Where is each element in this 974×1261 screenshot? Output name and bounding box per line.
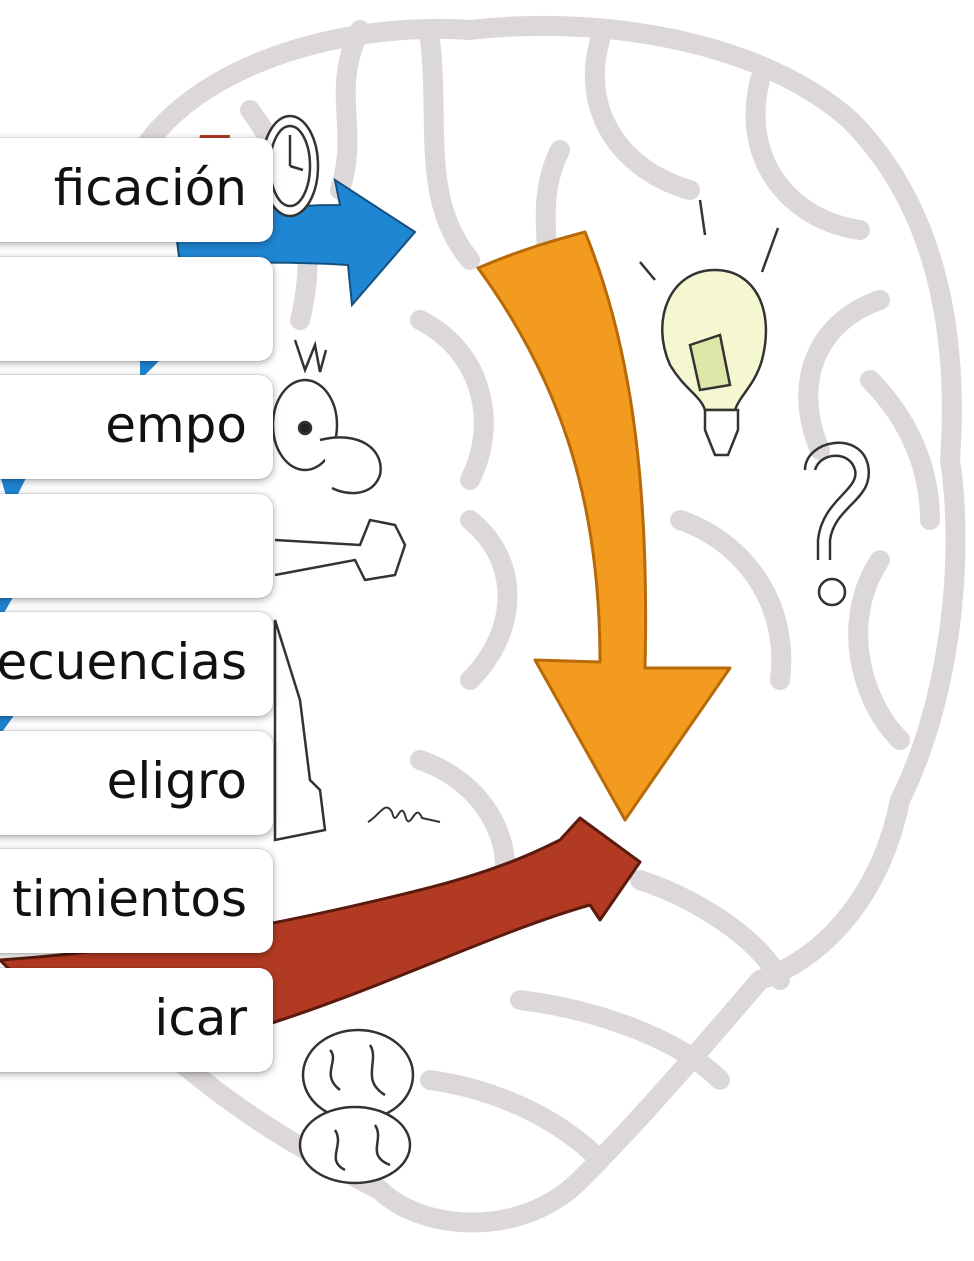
- orange-arrow-icon: [476, 230, 732, 822]
- menu-card-3[interactable]: empo: [0, 375, 273, 479]
- menu-card-label: empo: [105, 396, 247, 454]
- menu-card-label: eligro: [106, 752, 247, 810]
- menu-card-7[interactable]: timientos: [0, 849, 273, 953]
- clock-icon: [260, 114, 320, 218]
- menu-card-label: ficación: [53, 159, 247, 217]
- menu-card-label: timientos: [12, 870, 247, 928]
- menu-card-1[interactable]: ficación: [0, 138, 273, 242]
- menu-card-label: secuencias: [0, 633, 247, 691]
- menu-card-label: icar: [154, 989, 247, 1047]
- question-mark-icon: [803, 441, 871, 607]
- menu-card-8[interactable]: icar: [0, 968, 273, 1072]
- signature-icon: [367, 806, 441, 823]
- menu-card-4[interactable]: [0, 494, 273, 598]
- menu-card-2[interactable]: [0, 257, 273, 361]
- small-brain-icon: [298, 1028, 415, 1185]
- menu-card-5[interactable]: secuencias: [0, 612, 273, 716]
- lightbulb-icon: [639, 199, 780, 457]
- menu-card-6[interactable]: eligro: [0, 731, 273, 835]
